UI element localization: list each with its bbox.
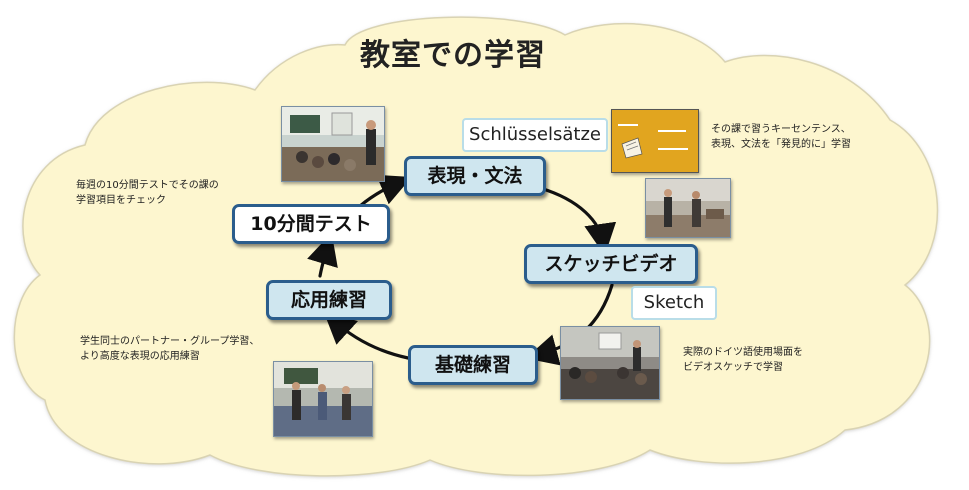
applied-practice-photo — [273, 361, 373, 437]
note-key-sentences: その課で習うキーセンテンス、 表現、文法を「発見的に」学習 — [711, 122, 851, 152]
note-line: より高度な表現の応用練習 — [80, 351, 200, 362]
note-line: その課で習うキーセンテンス、 — [711, 124, 851, 135]
term-sketch: Sketch — [631, 286, 717, 320]
note-line: 毎週の10分間テストでその課の — [76, 180, 219, 191]
arrow-expression-to-sketch — [538, 186, 617, 256]
classroom-photo-lecture — [281, 106, 385, 182]
arrow-applied-to-test — [307, 232, 338, 278]
note-partner-group-study: 学生同士のパートナー・グループ学習、 より高度な表現の応用練習 — [80, 334, 259, 364]
note-line: 学習項目をチェック — [76, 195, 166, 206]
arrow-basic-to-applied — [323, 311, 410, 360]
term-schluesselsaetze: Schlüsselsätze — [462, 118, 608, 152]
note-line: ビデオスケッチで学習 — [683, 362, 783, 373]
sketch-scene-photo — [645, 178, 731, 238]
note-line: 表現、文法を「発見的に」学習 — [711, 139, 851, 150]
step-applied-practice: 応用練習 — [266, 280, 392, 320]
step-expression-grammar: 表現・文法 — [404, 156, 546, 196]
page-title: 教室での学習 — [360, 38, 546, 73]
step-ten-minute-test: 10分間テスト — [232, 204, 390, 244]
note-line: 学生同士のパートナー・グループ学習、 — [80, 336, 260, 347]
key-sentences-slide-image — [611, 109, 699, 173]
note-weekly-test: 毎週の10分間テストでその課の 学習項目をチェック — [76, 178, 219, 208]
arrow-test-to-expression — [358, 174, 412, 208]
note-real-usage-scenes: 実際のドイツ語使用場面を ビデオスケッチで学習 — [683, 345, 803, 375]
step-basic-practice: 基礎練習 — [408, 345, 538, 385]
note-line: 実際のドイツ語使用場面を — [683, 347, 803, 358]
group-work-photo — [560, 326, 660, 400]
cloud-shape — [13, 16, 939, 477]
step-sketch-video: スケッチビデオ — [524, 244, 698, 284]
